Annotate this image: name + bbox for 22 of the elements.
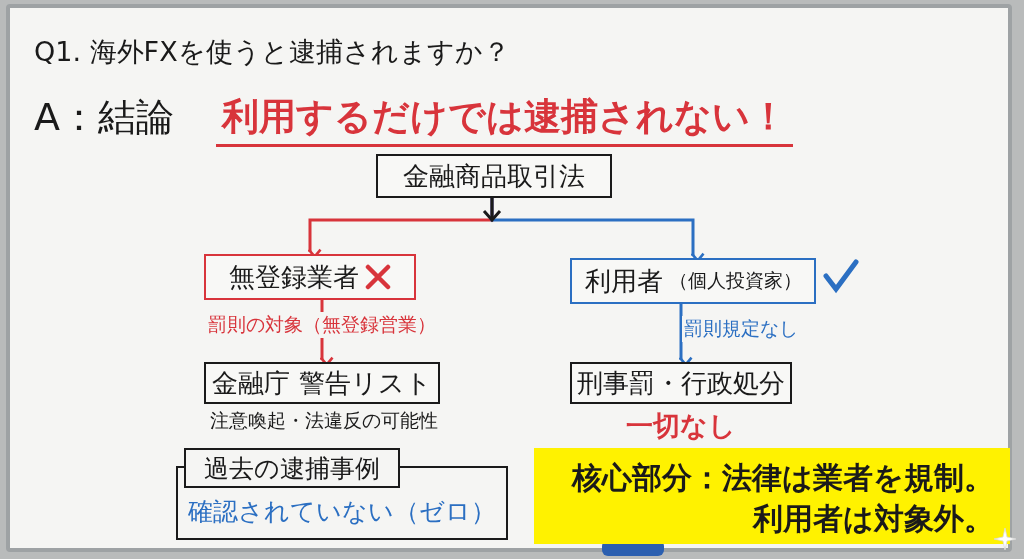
node-text: （個人投資家） <box>668 268 802 293</box>
note-text: 一切なし <box>626 409 736 443</box>
node-text: 金融商品取引法 <box>403 159 585 193</box>
process-box <box>570 362 792 404</box>
heading-box <box>184 448 400 488</box>
process-box <box>570 258 816 304</box>
note-text: 注意喚起・法違反の可能性 <box>210 408 438 433</box>
trunk-arrow <box>482 198 502 223</box>
process-box <box>376 154 612 198</box>
process-box <box>204 362 440 404</box>
node-text: 刑事罰・行政処分 <box>577 366 785 400</box>
answer-label: A：結論 <box>34 94 174 141</box>
node-text: 確認されていない（ゼロ） <box>188 496 496 528</box>
process-box <box>204 254 416 300</box>
highlight-text: 利用者は対象外。 <box>753 500 994 538</box>
node-text: 過去の逮捕事例 <box>204 452 380 485</box>
highlight-text: 核心部分：法律は業者を規制。 <box>572 459 994 497</box>
node-text: 金融庁 警告リスト <box>212 366 432 400</box>
node-text: 無登録業者 <box>229 260 359 294</box>
node-text: 利用者 <box>584 264 663 298</box>
question-title: Q1. 海外FXを使うと逮捕されますか？ <box>34 35 510 69</box>
conclusion-text: 利用するだけでは逮捕されない！ <box>216 92 793 147</box>
